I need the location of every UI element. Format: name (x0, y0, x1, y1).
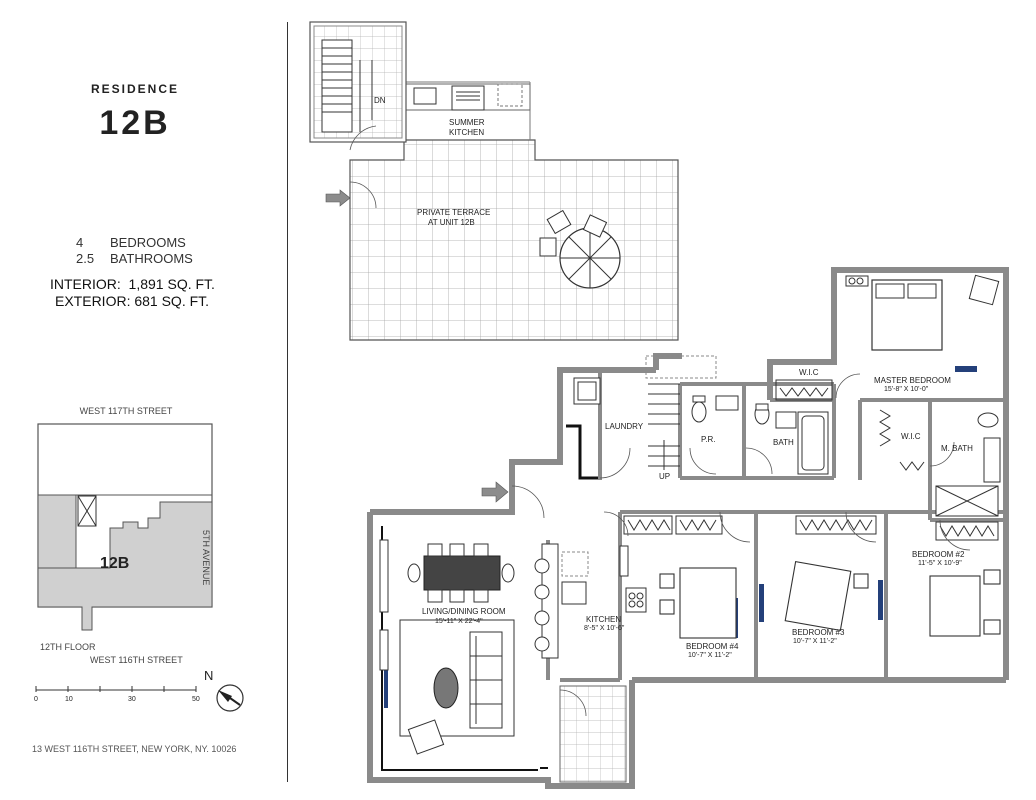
key-plan-south-street: WEST 116TH STREET (90, 655, 183, 665)
scale-tick-30: 30 (128, 696, 136, 703)
interior-area: INTERIOR: 1,891 SQ. FT. (50, 276, 215, 292)
dining-chairs (407, 543, 515, 603)
master-bedroom-label: MASTER BEDROOM (874, 376, 951, 385)
master-bath-label: M. BATH (941, 444, 973, 453)
bathrooms-label: BATHROOMS (110, 251, 193, 266)
bedroom2-bed (929, 575, 981, 637)
bar-stools (534, 558, 550, 652)
door-swings (599, 373, 971, 551)
key-plan (37, 423, 213, 631)
bedroom2-dim: 11'-5" X 10'-9" (918, 560, 962, 567)
summer-kitchen-sink (413, 87, 437, 105)
coffee-table (433, 667, 459, 709)
summer-kitchen-fridge (497, 83, 523, 107)
terrace-label-1: PRIVATE TERRACE (417, 208, 491, 217)
north-label: N (204, 668, 214, 683)
bedroom4-bed (679, 567, 737, 639)
master-bedroom-dim: 15'-8" X 10'-0" (884, 386, 929, 393)
bath-label: BATH (773, 438, 794, 447)
powder-room-label: P.R. (701, 435, 716, 444)
residence-label: RESIDENCE (90, 82, 179, 96)
scale-tick-0: 0 (34, 696, 38, 703)
bedroom4-label: BEDROOM #4 (686, 642, 739, 651)
scale-tick-10: 10 (65, 696, 73, 703)
living-dining-label: LIVING/DINING ROOM (422, 607, 506, 616)
balcony (559, 685, 627, 783)
living-dining-dim: 15'-11" X 22'-4" (435, 618, 483, 625)
unit-number: 12B (99, 104, 171, 142)
bedroom3-label: BEDROOM #3 (792, 628, 845, 637)
bedroom3-bed (784, 560, 852, 632)
terrace-label-2: AT UNIT 12B (428, 218, 475, 227)
summer-kitchen-label-1: SUMMER (449, 118, 485, 127)
private-terrace (349, 139, 679, 341)
panel-divider (287, 22, 288, 782)
scale-bar (35, 686, 197, 692)
kitchen-label: KITCHEN (586, 615, 622, 624)
key-plan-north-street: WEST 117TH STREET (79, 406, 173, 416)
summer-kitchen-grill (451, 85, 485, 111)
exterior-area: EXTERIOR: 681 SQ. FT. (55, 293, 210, 309)
bedroom4-dim: 10'-7" X 11'-2" (688, 652, 732, 659)
apartment-walls (367, 267, 1009, 789)
toilet-icon (691, 395, 999, 428)
kitchen-dim: 8'-5" X 10'-6" (584, 625, 625, 632)
area-rug (399, 619, 515, 737)
closet-racks (627, 387, 995, 537)
wic-master-label: W.I.C (901, 432, 921, 441)
living-armchair (407, 719, 445, 755)
north-arrow-icon (216, 684, 244, 712)
stair-dn-label: DN (374, 96, 386, 105)
stairs-up-label: UP (659, 472, 671, 481)
key-plan-unit-label: 12B (100, 555, 130, 572)
wic-top-label: W.I.C (799, 368, 819, 377)
summer-kitchen-label-2: KITCHEN (449, 128, 485, 137)
scale-tick-50: 50 (192, 696, 200, 703)
laundry-label: LAUNDRY (605, 422, 644, 431)
terrace-entry-arrow (325, 189, 351, 207)
patio-umbrella-icon (539, 209, 621, 289)
key-plan-floor-label: 12TH FLOOR (40, 642, 96, 652)
kitchen-island (541, 543, 559, 659)
dining-table (423, 555, 501, 591)
master-armchair (968, 274, 1000, 306)
bedrooms-count: 4 (76, 235, 84, 250)
stairs-up (648, 383, 680, 470)
bedroom2-label: BEDROOM #2 (912, 550, 965, 559)
bathrooms-count: 2.5 (76, 251, 95, 266)
key-plan-unit-area (37, 494, 213, 631)
address: 13 WEST 116TH STREET, NEW YORK, NY. 1002… (32, 744, 237, 754)
bedroom3-dim: 10'-7" X 11'-2" (793, 638, 837, 645)
entry-arrow (481, 481, 509, 503)
bedrooms-label: BEDROOMS (110, 235, 186, 250)
